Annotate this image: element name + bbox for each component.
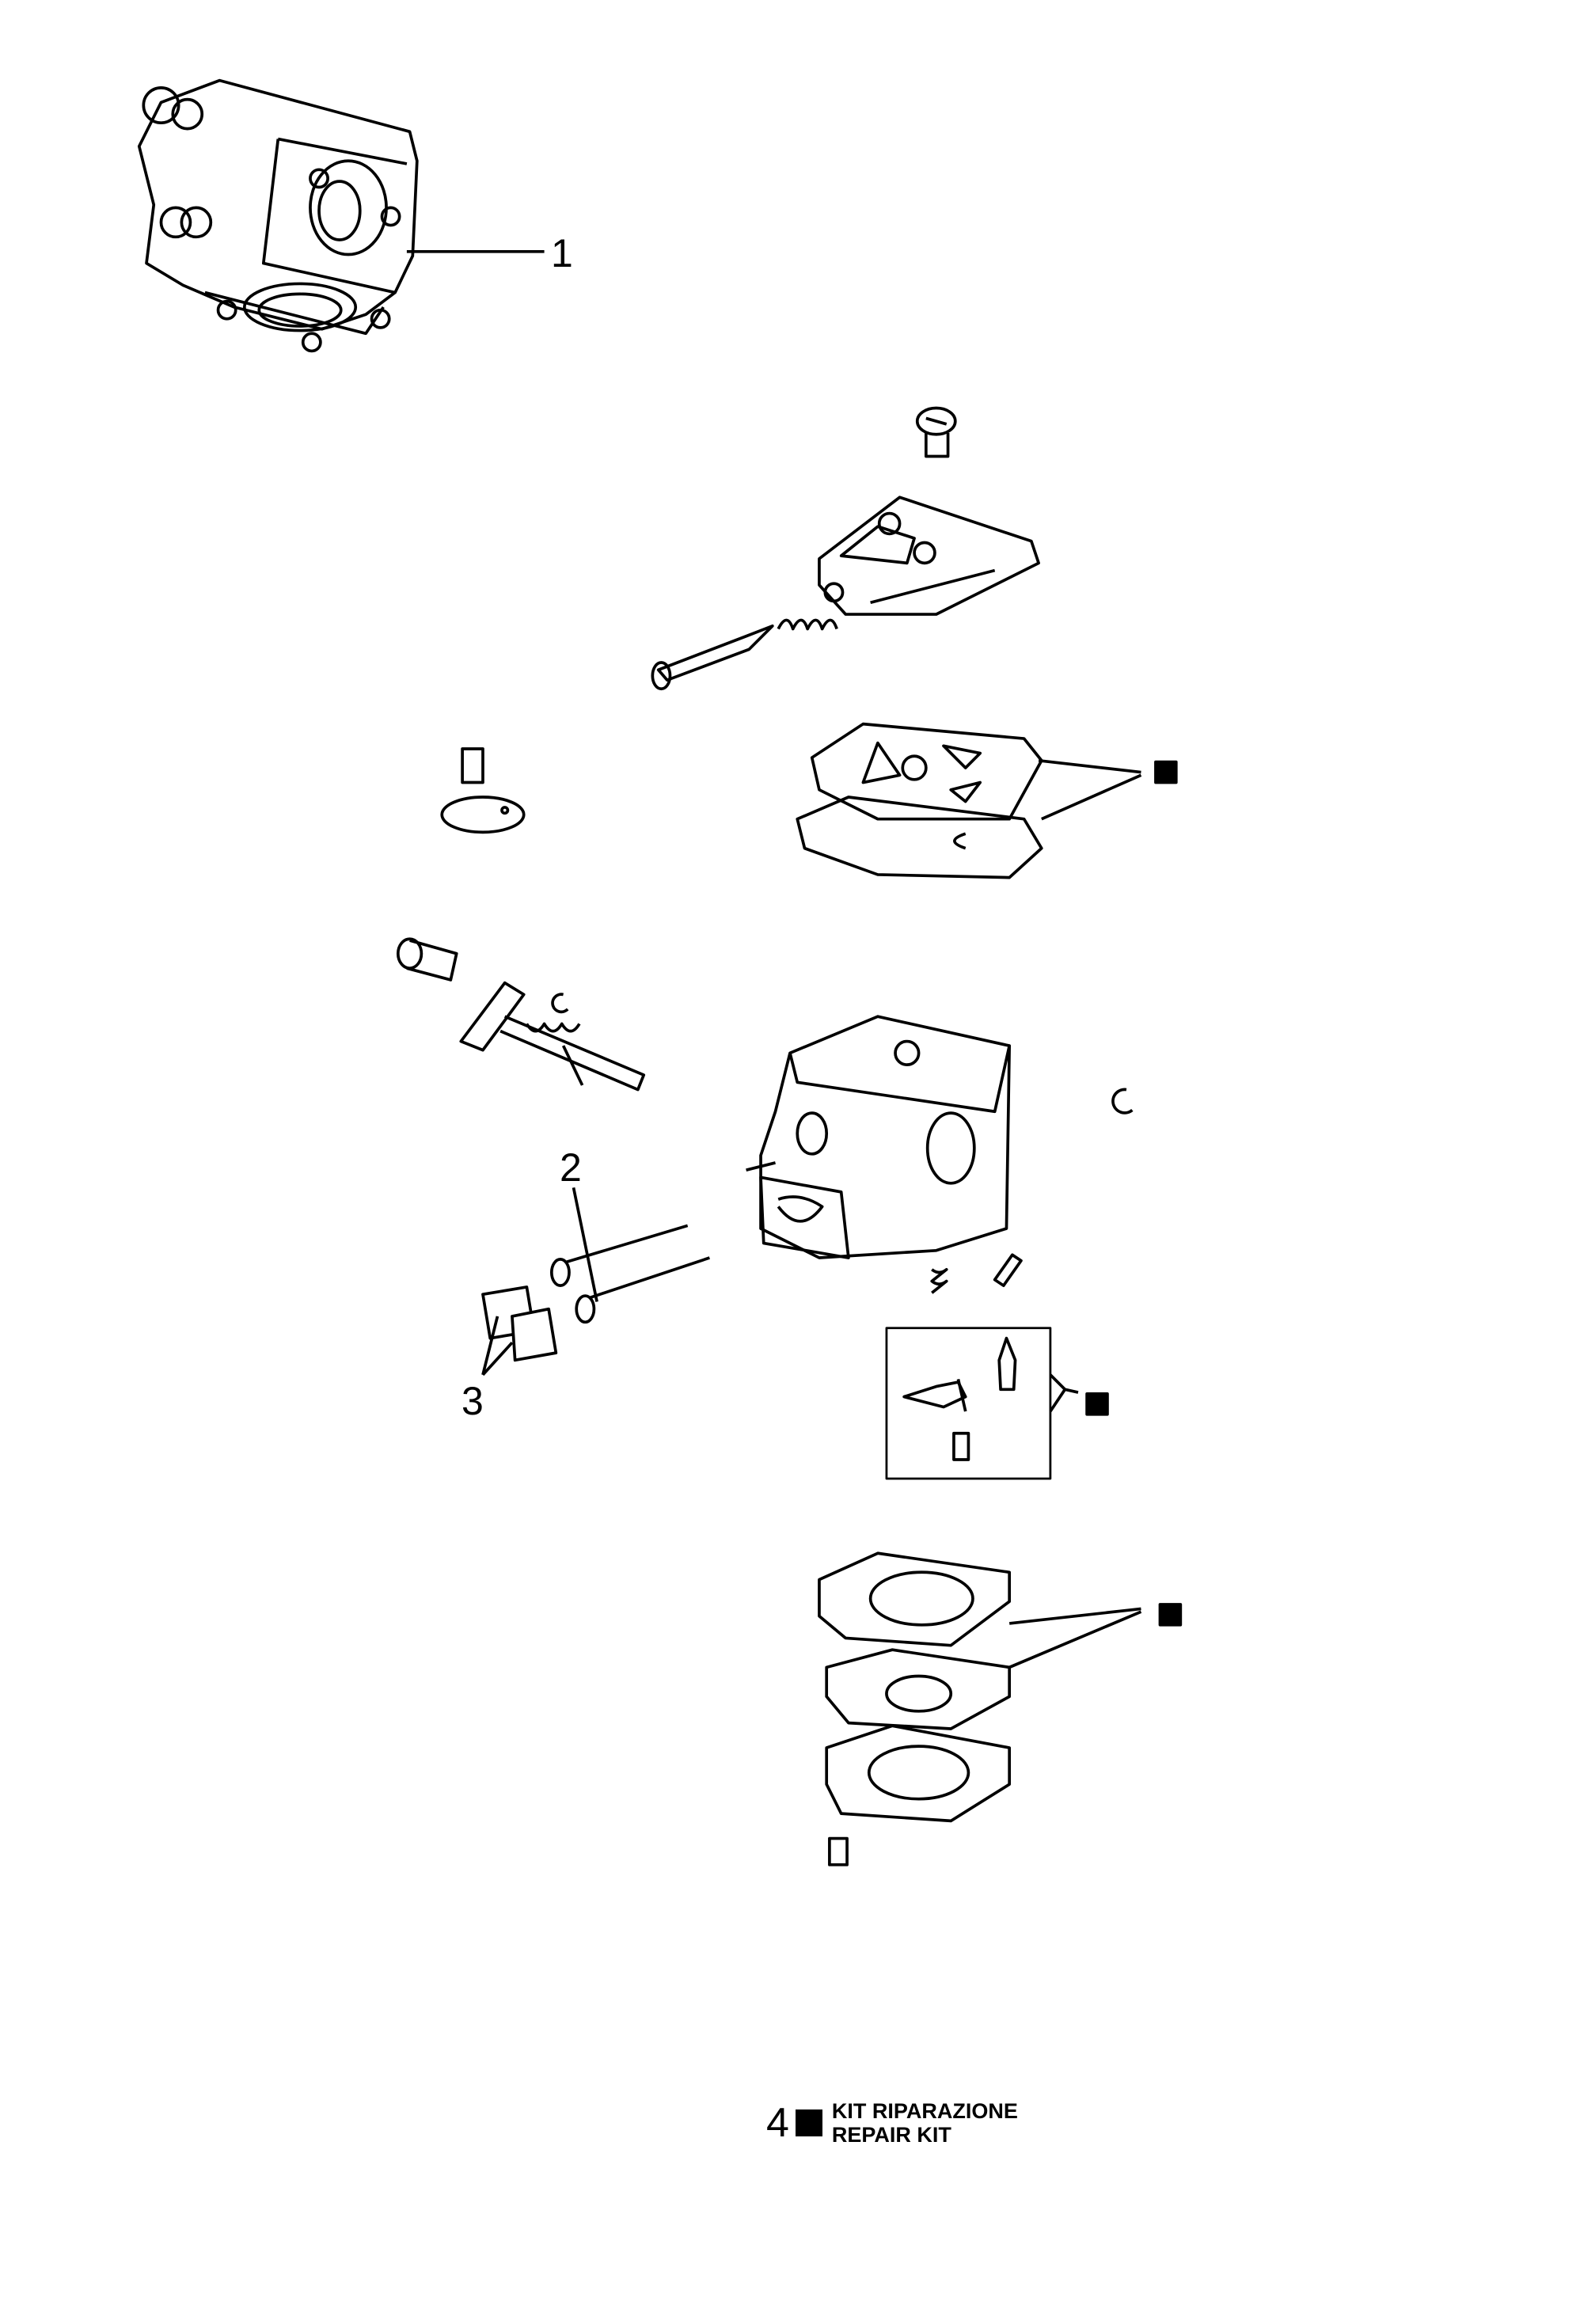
needle-valve-kit-box [885,1327,1079,1480]
metering-gaskets-diaphragm-cover [818,1551,1142,1866]
callout-line-2 [572,1187,598,1302]
carburetor-assembly [137,78,545,353]
repair-kit-marker [1154,760,1178,784]
legend: 4 KIT RIPARAZIONE REPAIR KIT [766,2099,1018,2147]
repair-kit-square-icon [795,2109,822,2136]
pump-cover [818,496,1040,616]
legend-line-italian: KIT RIPARAZIONE [831,2099,1018,2123]
legend-line-english: REPAIR KIT [831,2123,951,2147]
mixture-needles [481,1187,710,1377]
callout-1: 1 [551,231,573,275]
spring-pin [930,1253,1023,1294]
adjust-screw-spring [651,618,838,691]
screw-top [915,406,957,458]
callout-2: 2 [560,1145,582,1190]
legend-number: 4 [766,2100,789,2146]
legend-text: KIT RIPARAZIONE REPAIR KIT [832,2099,1018,2147]
choke-shaft-lever [396,937,646,1092]
repair-kit-marker [1085,1392,1109,1416]
callout-line-gasket [1038,758,1141,774]
carburetor-body [746,1015,1134,1259]
throttle-plate-screw [440,747,526,834]
pump-gasket-diaphragm [796,722,1142,879]
repair-kit-marker [1158,1603,1183,1627]
callout-3: 3 [461,1379,484,1423]
